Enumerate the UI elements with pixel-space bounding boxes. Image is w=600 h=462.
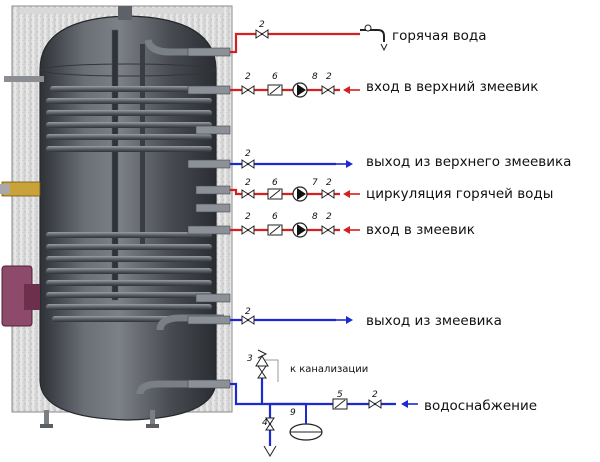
num-upper-in-valve-2: 2: [326, 72, 332, 82]
label-to-sewer: к канализации: [290, 364, 368, 375]
connection-stubs: [187, 47, 231, 389]
label-hot-water: горячая вода: [392, 28, 487, 44]
drain-funnel-icon: [263, 445, 277, 457]
arrow-left-icon: [401, 400, 418, 408]
pipelines: [230, 32, 396, 446]
check-valve-icon: [332, 398, 348, 410]
pipe-hot-water: [230, 32, 360, 54]
expansion-tank-icon: [289, 404, 323, 441]
flow-arrows: [336, 86, 418, 408]
check-valve-icon: [267, 224, 283, 236]
gate-valve-icon: [241, 315, 255, 325]
safety-valve-icon: [255, 349, 269, 367]
label-hot-water-circulation: циркуляция горячей воды: [366, 186, 553, 202]
num-circ-check: 6: [272, 178, 278, 188]
num-circ-pump: 7: [312, 178, 318, 188]
gate-valve-icon: [321, 189, 335, 199]
left-fittings: [0, 76, 44, 327]
tank-feet: [40, 410, 159, 428]
check-valve-icon: [267, 84, 283, 96]
arrow-left-icon: [343, 226, 360, 234]
num-coil-in-pump: 8: [312, 212, 318, 222]
label-upper-coil-in: вход в верхний змеевик: [366, 79, 538, 95]
label-water-supply: водоснабжение: [424, 398, 537, 414]
pipe-circulation: [230, 188, 340, 196]
bent-pipes: [136, 39, 224, 395]
label-upper-coil-out: выход из верхнего змеевика: [366, 154, 571, 170]
num-supply-valve: 2: [372, 390, 378, 400]
num-supply-check: 5: [337, 390, 343, 400]
num-upper-in-valve-1: 2: [245, 72, 251, 82]
arrow-left-icon: [343, 190, 360, 198]
tank-body: [39, 6, 217, 421]
gate-valve-icon: [241, 159, 255, 169]
num-coil-in-valve-1: 2: [245, 212, 251, 222]
num-upper-in-check: 6: [272, 72, 278, 82]
pump-icon: [292, 186, 308, 202]
num-expansion-tank: 9: [290, 408, 296, 418]
gate-valve-icon: [255, 29, 269, 39]
arrow-right-icon: [336, 316, 353, 324]
gate-valve-icon: [241, 189, 255, 199]
inner-pipes: [111, 29, 145, 301]
water-tap-icon: [360, 24, 388, 52]
gate-valve-icon: [368, 399, 382, 409]
num-drain-valve: 4: [262, 418, 268, 428]
pump-icon: [292, 222, 308, 238]
num-circ-valve-1: 2: [245, 178, 251, 188]
num-coil-in-check: 6: [272, 212, 278, 222]
num-hot-water-valve: 2: [259, 20, 265, 30]
gate-valve-icon: [241, 85, 255, 95]
gate-valve-icon: [265, 417, 275, 431]
num-upper-in-pump: 8: [312, 72, 318, 82]
pump-icon: [292, 82, 308, 98]
pipe-fittings: [241, 24, 388, 457]
num-coil-out-valve: 2: [245, 307, 251, 317]
gate-valve-icon: [241, 225, 255, 235]
label-coil-out: выход из змеевика: [366, 313, 502, 329]
upper-coil: [46, 86, 212, 152]
gate-valve-icon: [257, 365, 267, 379]
check-valve-icon: [267, 188, 283, 200]
label-coil-in: вход в змеевик: [366, 222, 475, 238]
gate-valve-icon: [321, 225, 335, 235]
pipe-water-supply: [230, 382, 396, 406]
num-circ-valve-2: 2: [326, 178, 332, 188]
num-coil-in-valve-2: 2: [326, 212, 332, 222]
num-upper-out-valve: 2: [245, 149, 251, 159]
gate-valve-icon: [321, 85, 335, 95]
arrow-right-icon: [336, 160, 353, 168]
arrow-left-icon: [343, 86, 360, 94]
num-safety-valve: 3: [247, 354, 253, 364]
